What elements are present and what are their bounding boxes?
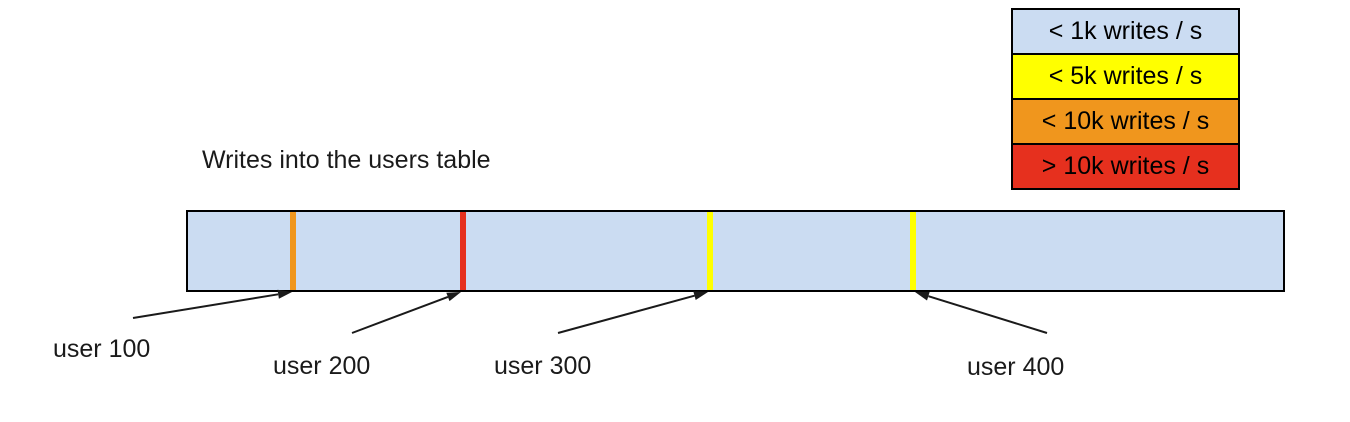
legend-item-lt-10k: < 10k writes / s: [1011, 98, 1240, 145]
arrow-head-user-400: [915, 291, 930, 301]
users-table-bar: [186, 210, 1285, 292]
arrow-shaft-user-200: [351, 295, 449, 334]
arrow-shaft-user-400: [928, 295, 1048, 334]
arrow-head-user-200: [446, 292, 461, 302]
legend-item-gt-10k: > 10k writes / s: [1011, 143, 1240, 190]
legend-item-label: > 10k writes / s: [1041, 152, 1210, 180]
hot-write-marker-user-100: [290, 212, 296, 290]
diagram-title: Writes into the users table: [202, 146, 491, 174]
arrow-shaft-user-100: [132, 293, 279, 319]
label-user-300: user 300: [494, 352, 592, 380]
legend-item-lt-1k: < 1k writes / s: [1011, 8, 1240, 55]
arrow-shaft-user-300: [557, 294, 695, 334]
hot-write-marker-user-300: [707, 212, 713, 290]
label-user-200: user 200: [273, 352, 371, 380]
arrow-head-user-300: [693, 291, 708, 300]
label-user-400: user 400: [967, 353, 1065, 381]
legend-item-label: < 5k writes / s: [1048, 62, 1203, 90]
legend-item-lt-5k: < 5k writes / s: [1011, 53, 1240, 100]
legend-item-label: < 10k writes / s: [1041, 107, 1210, 135]
legend-item-label: < 1k writes / s: [1048, 17, 1203, 45]
legend: < 1k writes / s < 5k writes / s < 10k writ…: [1011, 8, 1240, 190]
hot-write-marker-user-200: [460, 212, 466, 290]
hot-write-marker-user-400: [910, 212, 916, 290]
label-user-100: user 100: [53, 335, 151, 363]
